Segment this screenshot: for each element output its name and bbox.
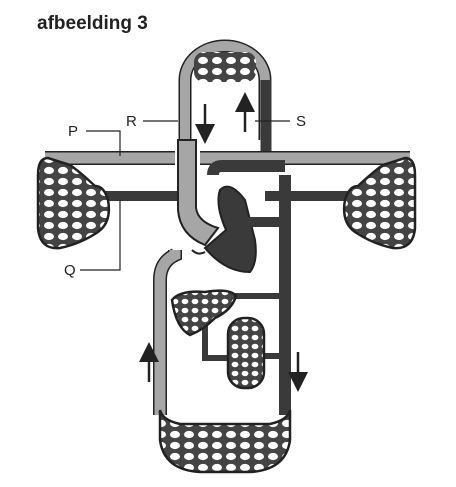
intestines: [226, 316, 266, 390]
heart: [177, 139, 257, 274]
lung-capillaries: [194, 52, 256, 82]
liver: [170, 289, 238, 337]
figure-title: afbeelding 3: [37, 13, 148, 34]
left-arm-capillaries: [36, 156, 111, 250]
label-p: P: [68, 123, 78, 140]
right-arm-capillaries: [342, 156, 417, 250]
abdominal-vessels: [202, 217, 285, 361]
label-s: S: [296, 113, 306, 130]
body-capillaries: [158, 409, 292, 474]
label-leaders: [80, 120, 290, 271]
label-q: Q: [64, 262, 76, 279]
label-r: R: [126, 113, 137, 130]
